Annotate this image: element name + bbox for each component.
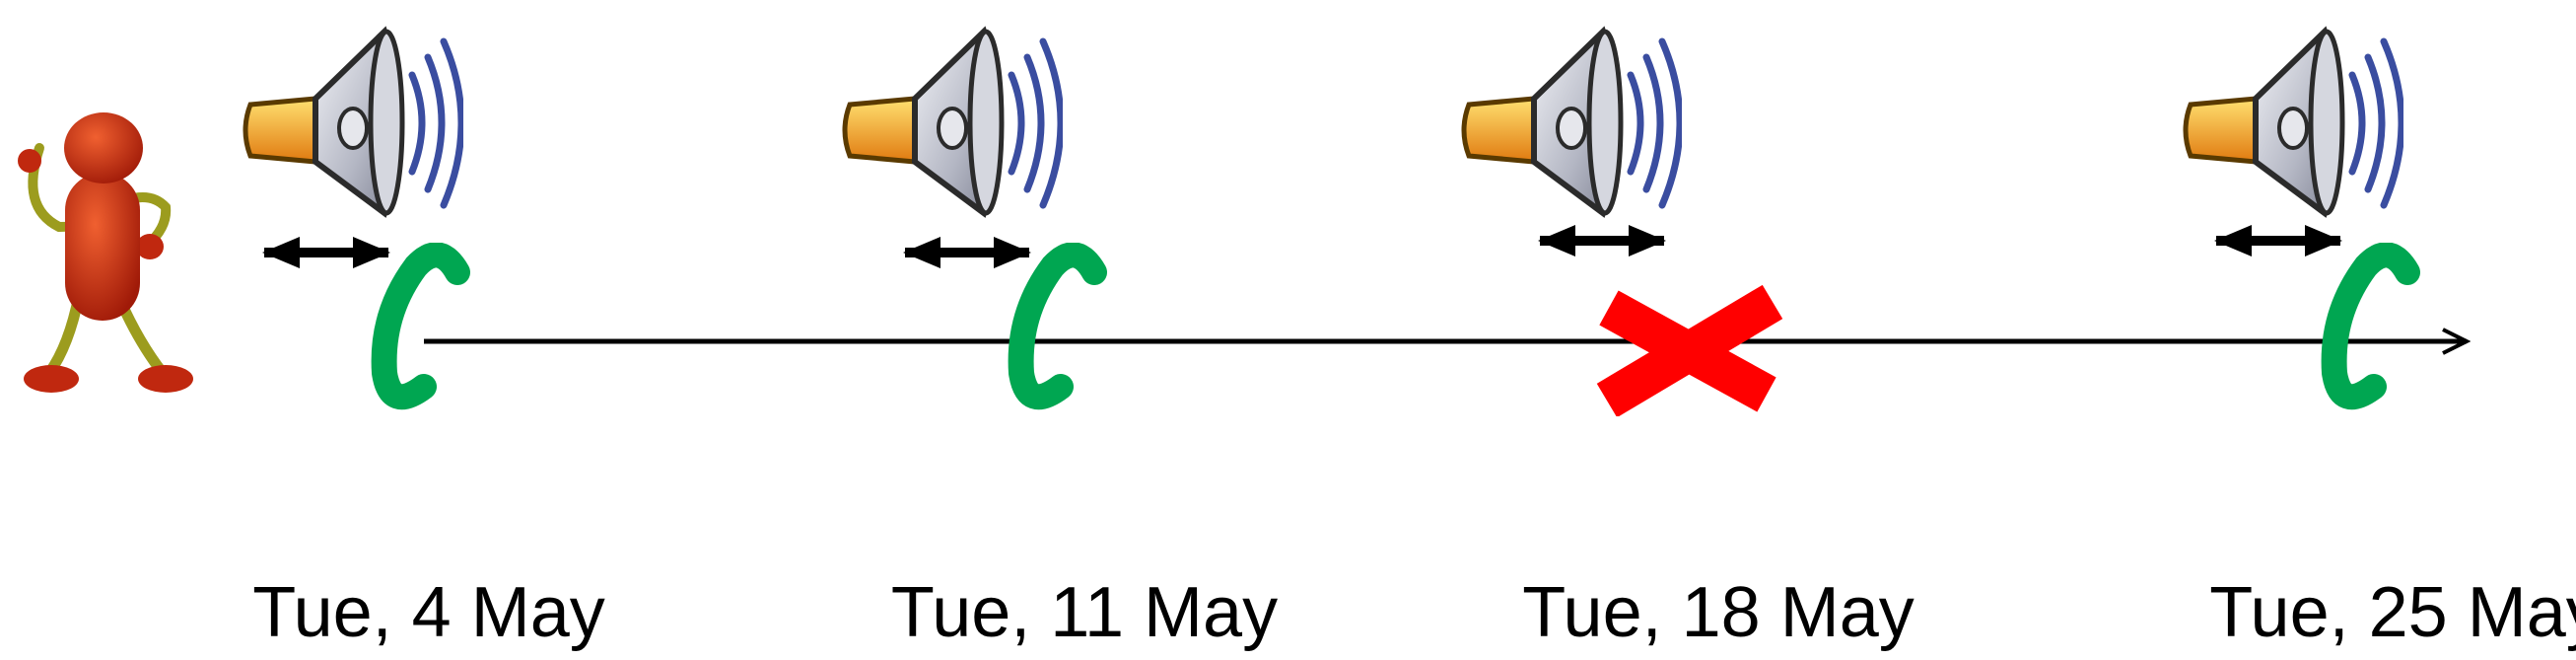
check-icon (1021, 255, 1094, 397)
timeline-event: Tue, 4 May (245, 32, 605, 652)
date-label: Tue, 25 May (2209, 573, 2576, 652)
speaker-icon (1464, 32, 1680, 213)
speaker-icon (845, 32, 1061, 213)
check-icon (2334, 255, 2407, 397)
speaker-icon (245, 32, 461, 213)
check-icon (384, 255, 457, 397)
timeline-event: Tue, 25 May (2186, 32, 2576, 652)
cross-icon (1607, 302, 1773, 401)
date-label: Tue, 4 May (252, 573, 604, 652)
person-icon (18, 112, 193, 393)
events-layer: Tue, 4 May Tue, 11 May Tue, 18 May Tue, 25 … (245, 32, 2576, 652)
date-label: Tue, 11 May (891, 573, 1278, 652)
speaker-icon (2186, 32, 2402, 213)
timeline-event: Tue, 18 May (1464, 32, 1915, 652)
date-label: Tue, 18 May (1522, 573, 1915, 652)
timeline-event: Tue, 11 May (845, 32, 1278, 652)
